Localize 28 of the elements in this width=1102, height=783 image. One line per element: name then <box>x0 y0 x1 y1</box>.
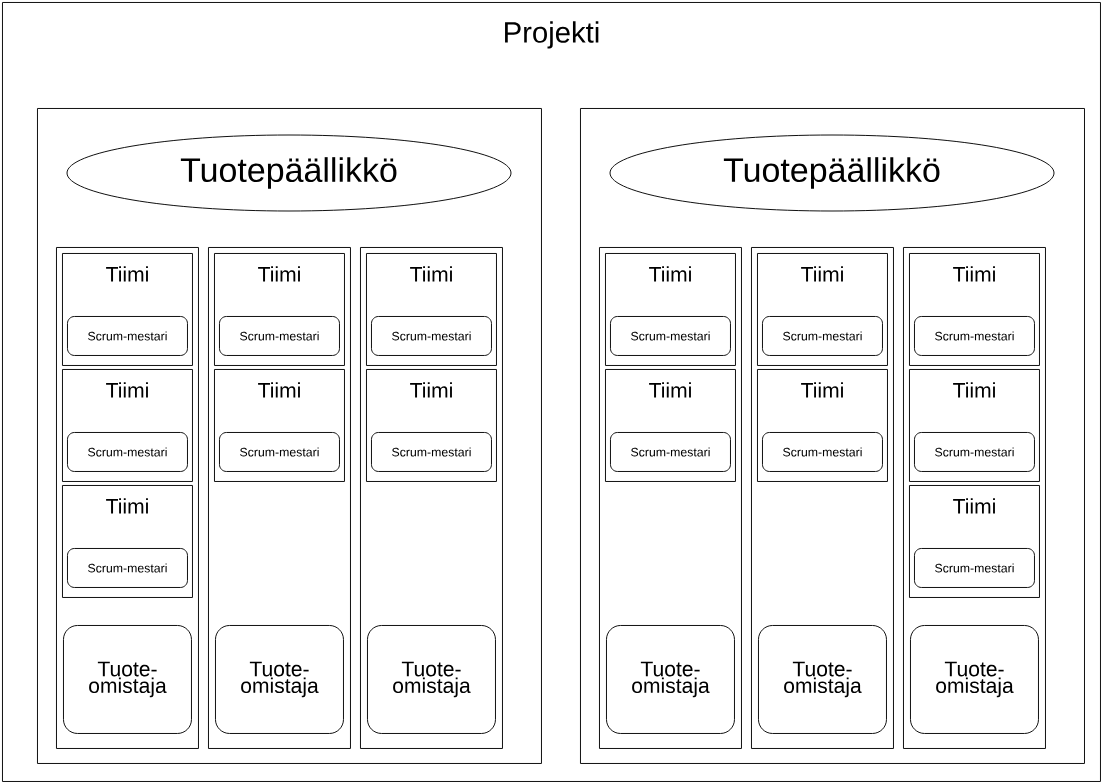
product-owner-box: Tuote-omistaja <box>606 625 735 734</box>
panel-box <box>580 108 1085 764</box>
product-owner-box: Tuote-omistaja <box>367 625 496 734</box>
scrum-master-box: Scrum-mestari <box>610 432 731 472</box>
column-box <box>903 247 1046 749</box>
column-box <box>599 247 742 749</box>
scrum-master-box: Scrum-mestari <box>371 432 492 472</box>
product-owner-box: Tuote-omistaja <box>910 625 1039 734</box>
scrum-master-box: Scrum-mestari <box>610 316 731 356</box>
column-box <box>751 247 894 749</box>
scrum-master-box: Scrum-mestari <box>219 432 340 472</box>
scrum-master-box: Scrum-mestari <box>219 316 340 356</box>
scrum-master-box: Scrum-mestari <box>67 548 188 588</box>
scrum-master-box: Scrum-mestari <box>371 316 492 356</box>
scrum-master-box: Scrum-mestari <box>914 432 1035 472</box>
product-owner-box: Tuote-omistaja <box>215 625 344 734</box>
scrum-master-box: Scrum-mestari <box>762 432 883 472</box>
scrum-master-box: Scrum-mestari <box>67 432 188 472</box>
panel-box <box>37 108 542 764</box>
column-box <box>360 247 503 749</box>
scrum-master-box: Scrum-mestari <box>914 548 1035 588</box>
column-box <box>56 247 199 749</box>
scrum-master-box: Scrum-mestari <box>914 316 1035 356</box>
scrum-master-box: Scrum-mestari <box>67 316 188 356</box>
scrum-master-box: Scrum-mestari <box>762 316 883 356</box>
product-owner-box: Tuote-omistaja <box>63 625 192 734</box>
column-box <box>208 247 351 749</box>
product-owner-box: Tuote-omistaja <box>758 625 887 734</box>
